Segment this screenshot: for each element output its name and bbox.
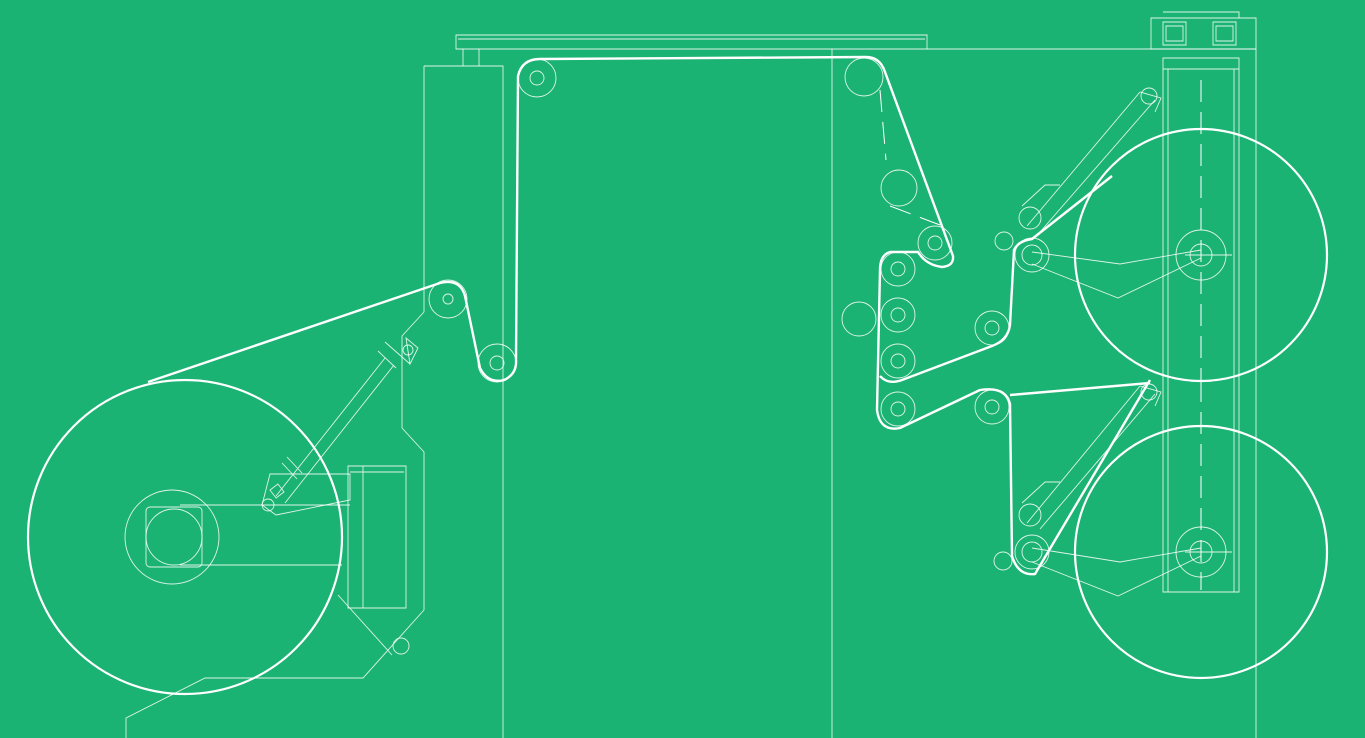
left-column-post	[462, 49, 480, 66]
upper-arm-pivot	[1140, 87, 1158, 105]
clevis	[269, 483, 285, 499]
idler-roller	[1018, 206, 1042, 230]
idler-roller	[994, 231, 1014, 251]
idler-roller	[880, 343, 916, 379]
upper-swing-arm	[1026, 91, 1162, 233]
unwind-reel	[26, 336, 419, 696]
left-column	[423, 65, 504, 738]
unwind-hub	[124, 489, 220, 585]
idler-roller	[844, 57, 884, 97]
idler-roller	[428, 279, 468, 319]
unwind-core	[145, 508, 203, 566]
rewind-reel-upper	[1021, 80, 1329, 383]
idler-roller	[841, 301, 877, 337]
idler-roller	[880, 297, 916, 333]
idler-roller	[917, 225, 953, 261]
idler-roller	[880, 391, 916, 427]
idler-roller	[880, 251, 916, 287]
alternate-web-path	[879, 89, 941, 226]
lower-linkage	[180, 504, 393, 656]
lower-swing-arm	[1026, 385, 1162, 530]
material-web-path	[147, 55, 1152, 576]
left-bracket-plate	[125, 311, 425, 738]
idler-roller	[880, 169, 918, 207]
unwind-hub-block	[145, 506, 203, 568]
rewind-reel-lower	[1021, 380, 1329, 680]
motor-block	[347, 465, 407, 609]
idler-roller	[993, 551, 1013, 571]
lower-pivot	[392, 637, 410, 655]
arm-pivot	[261, 498, 275, 512]
unwind-reel-outer	[26, 378, 344, 696]
lower-arm-bracket	[1021, 481, 1060, 504]
idler-rollers	[428, 57, 1050, 571]
web-main-segment	[147, 55, 1152, 576]
machine-frame	[125, 11, 1257, 738]
web-upper-branch	[1009, 381, 1151, 397]
cylinder-pivot	[402, 344, 414, 356]
idler-roller	[1014, 534, 1050, 570]
pneumatic-cylinder	[275, 336, 419, 504]
rewind-shaft-column	[1162, 57, 1240, 593]
top-housing	[1150, 11, 1257, 50]
lower-linkage	[1031, 547, 1202, 597]
web-mid-segment	[879, 175, 1113, 383]
idler-roller	[1018, 503, 1042, 527]
top-bar	[455, 34, 928, 50]
upper-arm-bracket	[1021, 184, 1060, 207]
tension-arm	[261, 473, 351, 516]
upper-linkage	[1031, 249, 1202, 299]
